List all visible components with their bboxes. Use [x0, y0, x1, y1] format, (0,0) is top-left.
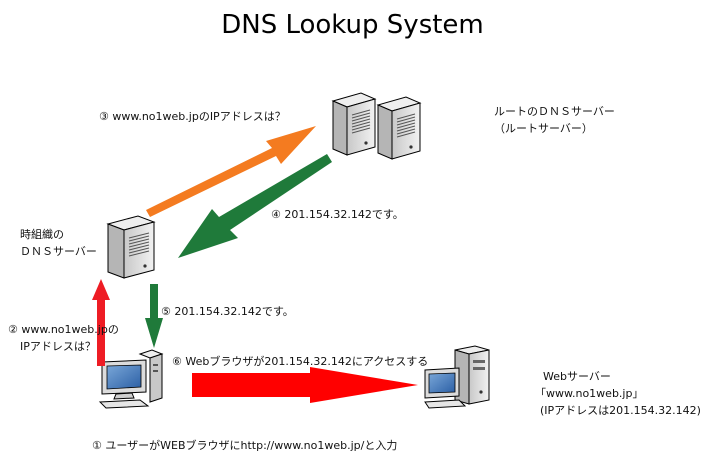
web-server-label-line2: 「www.no1web.jp」: [535, 387, 644, 400]
org-dns-label-line2: ＤＮＳサーバー: [20, 245, 97, 258]
root-server-icon: [331, 92, 422, 160]
step2-label-line1: ② www.no1web.jpの: [8, 323, 119, 336]
step5-label: ⑤ 201.154.32.142です。: [161, 305, 294, 318]
root-server-label-line2: （ルートサーバー）: [494, 122, 593, 135]
step2-label-line2: IPアドレスは？: [20, 340, 96, 353]
arrow-step2: [92, 279, 110, 366]
arrow-step3: [146, 126, 316, 217]
user-pc-icon: [98, 349, 164, 409]
root-server-label-line1: ルートのＤＮＳサーバー: [494, 105, 615, 118]
diagram-title: DNS Lookup System: [221, 10, 484, 40]
org-dns-server-icon: [106, 215, 156, 279]
web-server-label-line1: Webサーバー: [543, 370, 611, 383]
step1-label: ① ユーザーがWEBブラウザにhttp://www.no1web.jp/と入力: [92, 439, 398, 452]
step4-label: ④ 201.154.32.142です。: [271, 208, 404, 221]
arrow-step6: [192, 367, 418, 403]
step6-label: ⑥ Webブラウザが201.154.32.142にアクセスする: [172, 355, 429, 368]
arrow-step5: [145, 284, 163, 348]
arrow-step4: [178, 154, 332, 258]
web-server-icon: [424, 345, 490, 409]
web-server-label-line3: (IPアドレスは201.154.32.142): [540, 404, 701, 417]
step3-label: ③ www.no1web.jpのIPアドレスは？: [99, 110, 286, 123]
org-dns-label-line1: 時組織の: [20, 228, 64, 241]
